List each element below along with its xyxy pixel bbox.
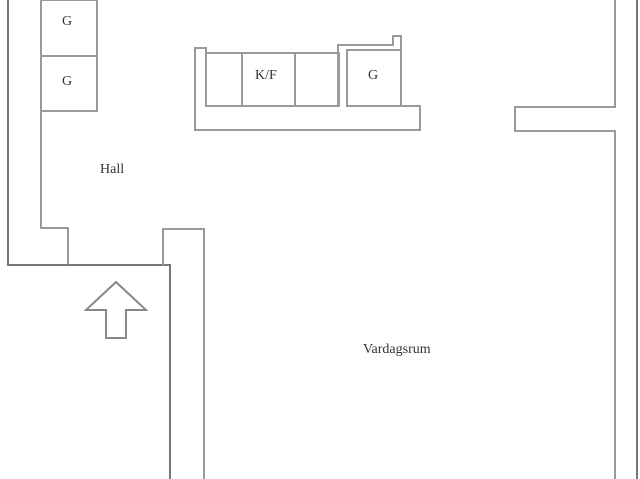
hall-inner-wall: [40, 0, 69, 265]
room-label-hall: Hall: [100, 162, 125, 177]
arrow-up-icon: [83, 280, 149, 339]
kitchen-counter: [194, 35, 421, 131]
kitchen-unit-label: K/F: [255, 68, 277, 83]
wardrobe-2-box: [40, 55, 98, 112]
wardrobe-2-label: G: [62, 74, 73, 89]
entrance-wall: [68, 264, 171, 479]
room-label-vardagsrum: Vardagsrum: [363, 342, 431, 357]
kitchen-cabinets: [205, 52, 340, 107]
wardrobe-3-label: G: [368, 68, 379, 83]
outer-wall-left: [7, 0, 68, 266]
wardrobe-3-box: [346, 49, 402, 107]
wardrobe-1-label: G: [62, 14, 73, 29]
right-inner-wall: [514, 0, 616, 479]
pillar-wall: [162, 228, 205, 479]
